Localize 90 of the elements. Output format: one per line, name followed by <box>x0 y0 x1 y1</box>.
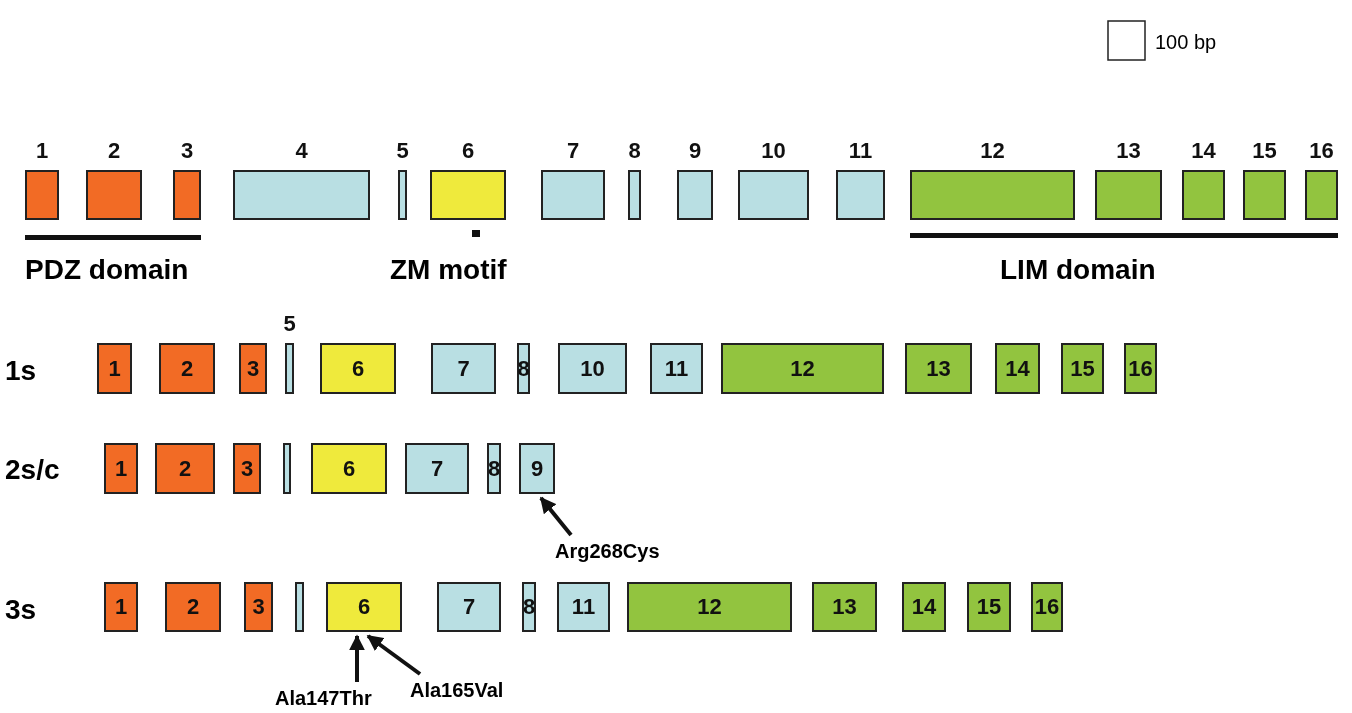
exon-number: 12 <box>697 596 722 618</box>
exon-box <box>627 582 792 632</box>
exon-box <box>165 582 221 632</box>
domain-label: PDZ domain <box>25 256 189 284</box>
exon-number: 4 <box>295 140 308 162</box>
arrow <box>349 634 365 682</box>
exon-number: 12 <box>980 140 1005 162</box>
exon-number: 16 <box>1034 596 1060 618</box>
exon-box <box>283 443 291 494</box>
exon-number: 7 <box>430 457 444 480</box>
exon-box <box>1031 582 1063 632</box>
exon-box <box>519 443 555 494</box>
exon-number: 15 <box>976 596 1002 618</box>
exon-number: 9 <box>688 140 702 162</box>
row-label: 3s <box>5 596 37 624</box>
exon-number: 6 <box>357 596 371 618</box>
exon-number: 6 <box>342 457 356 480</box>
exon-box <box>104 443 138 494</box>
row-label: 1s <box>5 357 37 385</box>
exon-box <box>431 343 496 394</box>
exon-number: 15 <box>1252 140 1277 162</box>
exon-number: 6 <box>461 140 475 162</box>
exon-box <box>311 443 387 494</box>
exon-box <box>295 582 304 632</box>
exon-number: 2 <box>107 140 121 162</box>
arrow <box>539 496 573 537</box>
exon-number: 6 <box>351 357 365 380</box>
exon-box <box>995 343 1040 394</box>
exon-number: 15 <box>1070 357 1095 380</box>
exon-number: 1 <box>114 596 128 618</box>
exon-number: 12 <box>790 357 815 380</box>
exon-number: 5 <box>283 313 296 335</box>
mutation-label: Ala165Val <box>410 680 504 700</box>
exon-box <box>320 343 396 394</box>
exon-box <box>233 443 261 494</box>
exon-box <box>405 443 469 494</box>
exon-box <box>650 343 703 394</box>
exon-box <box>557 582 610 632</box>
exon-number: 10 <box>761 140 786 162</box>
exon-box <box>1061 343 1104 394</box>
exon-number: 10 <box>580 357 605 380</box>
scale-label: 100 bp <box>1155 32 1217 52</box>
domain-label: ZM motif <box>390 256 507 284</box>
exon-box <box>244 582 273 632</box>
exon-number: 16 <box>1309 140 1334 162</box>
exon-number: 11 <box>571 596 596 618</box>
exon-box <box>812 582 877 632</box>
exon-number: 14 <box>1005 357 1030 380</box>
exon-number: 3 <box>180 140 194 162</box>
exon-number: 14 <box>911 596 937 618</box>
exon-number: 11 <box>848 140 873 162</box>
mutation-label: Ala147Thr <box>275 688 372 708</box>
exon-box <box>902 582 946 632</box>
exon-box <box>97 343 132 394</box>
row-label: 2s/c <box>5 456 60 484</box>
arrow <box>366 634 422 676</box>
exon-number: 2 <box>178 457 192 480</box>
mutation-label: Arg268Cys <box>555 541 660 561</box>
exon-number: 2 <box>186 596 200 618</box>
exon-number: 3 <box>240 457 254 480</box>
exon-box <box>239 343 267 394</box>
exon-number: 13 <box>926 357 951 380</box>
exon-box <box>104 582 138 632</box>
exon-box <box>967 582 1011 632</box>
exon-number: 3 <box>246 357 260 380</box>
exon-number: 7 <box>457 357 470 380</box>
exon-number: 2 <box>180 357 194 380</box>
exon-number: 1 <box>35 140 49 162</box>
exon-number: 16 <box>1128 357 1153 380</box>
exon-box <box>558 343 627 394</box>
exon-number: 7 <box>462 596 476 618</box>
exon-box <box>155 443 215 494</box>
domain-label: LIM domain <box>1000 256 1156 284</box>
exon-box <box>159 343 215 394</box>
exon-box <box>721 343 884 394</box>
exon-number: 1 <box>108 357 121 380</box>
exon-number: 7 <box>566 140 580 162</box>
exon-number: 3 <box>252 596 265 618</box>
exon-number: 13 <box>1116 140 1141 162</box>
exon-number: 13 <box>832 596 857 618</box>
exon-number: 9 <box>530 457 544 480</box>
exon-number: 11 <box>664 357 689 380</box>
exon-number: 8 <box>628 140 641 162</box>
exon-number: 5 <box>396 140 409 162</box>
exon-number: 1 <box>114 457 128 480</box>
exon-number: 14 <box>1191 140 1216 162</box>
exon-box <box>437 582 501 632</box>
exon-box <box>1124 343 1157 394</box>
exon-box <box>905 343 972 394</box>
exon-box <box>326 582 402 632</box>
